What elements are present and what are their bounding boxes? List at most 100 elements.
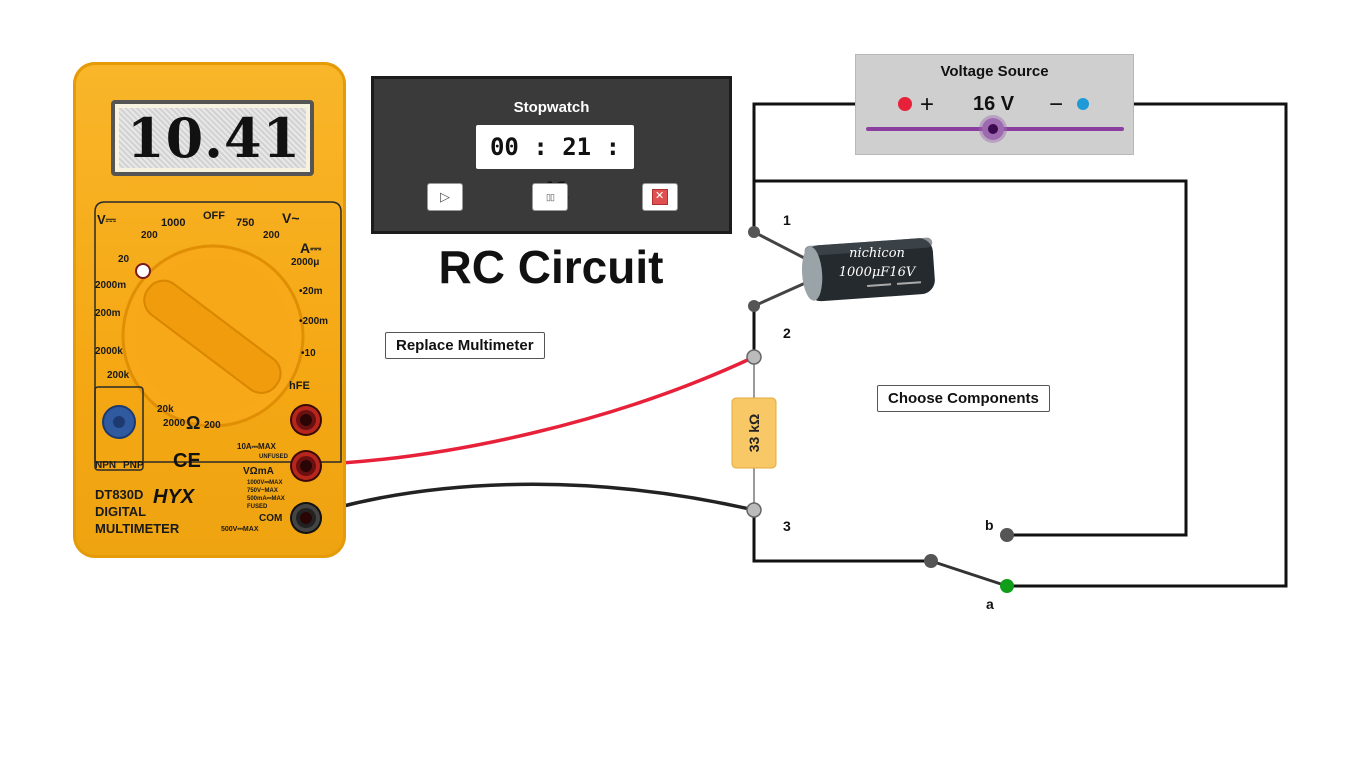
label-hfe: hFE bbox=[289, 380, 310, 392]
label-750v-max: 750V~MAX bbox=[247, 488, 278, 494]
reset-button[interactable] bbox=[642, 183, 678, 211]
label-2000m: 2000m bbox=[95, 280, 127, 291]
resistor-value: 33 kΩ bbox=[745, 413, 762, 453]
label-500ma-max: 500mA⎓MAX bbox=[247, 496, 285, 502]
jack-com[interactable] bbox=[292, 504, 320, 532]
label-1000v-max: 1000V⎓MAX bbox=[247, 480, 283, 486]
jack-vma-hole bbox=[300, 460, 312, 472]
ce-mark: CE bbox=[173, 450, 201, 472]
label-10: •10 bbox=[301, 348, 316, 359]
play-icon: ▷ bbox=[440, 189, 450, 204]
label-200k: 200k bbox=[107, 370, 130, 381]
switch-b-label: b bbox=[985, 517, 994, 533]
model-type-2: MULTIMETER bbox=[95, 521, 180, 536]
resistor-body bbox=[731, 397, 777, 469]
lcd-frame: 10.41 bbox=[111, 100, 314, 176]
label-1000: 1000 bbox=[161, 217, 186, 229]
label-2000k: 2000k bbox=[95, 346, 123, 357]
transistor-socket bbox=[94, 386, 144, 471]
label-unfused: UNFUSED bbox=[259, 454, 289, 460]
label-vdc: V⎓ bbox=[97, 212, 117, 227]
label-adc: A⎓ bbox=[300, 240, 322, 256]
wire-top-branch bbox=[754, 179, 1188, 537]
label-vac: V~ bbox=[282, 210, 300, 226]
node2-label: 2 bbox=[783, 325, 791, 341]
source-plus-terminal bbox=[898, 97, 912, 111]
stopwatch-panel: Stopwatch 00 : 21 : 41 ▷ ▯▯ bbox=[371, 76, 732, 234]
red-probe-cable bbox=[304, 355, 755, 467]
label-npn: NPN bbox=[95, 460, 117, 471]
capacitor-rating: 1000μF16V bbox=[838, 265, 916, 280]
label-2000u: 2000μ bbox=[291, 257, 320, 268]
capacitor-lead-bottom bbox=[753, 278, 813, 308]
voltage-slider-knob[interactable] bbox=[982, 118, 1004, 140]
node1-label: 1 bbox=[783, 212, 791, 228]
page-title: RC Circuit bbox=[438, 241, 664, 293]
wire-source-plus bbox=[752, 102, 905, 232]
label-200b: 200 bbox=[263, 230, 280, 241]
label-200c: 200 bbox=[204, 420, 221, 431]
pause-button[interactable]: ▯▯ bbox=[532, 183, 568, 211]
model-type-1: DIGITAL bbox=[95, 504, 147, 519]
switch-blade bbox=[930, 559, 1008, 588]
replace-multimeter-button[interactable]: Replace Multimeter bbox=[385, 332, 545, 359]
label-200a: 200 bbox=[141, 230, 158, 241]
label-10a-max: 10A⎓MAX bbox=[237, 442, 276, 451]
jack-vma[interactable] bbox=[292, 452, 320, 480]
resistor-label[interactable]: 33 kΩ bbox=[732, 398, 776, 468]
capacitor-brand: nichicon bbox=[849, 246, 905, 261]
capacitor-label[interactable]: nichicon 1000μF16V bbox=[822, 244, 932, 282]
stopwatch-time: 00 : 21 : 41 bbox=[476, 125, 634, 205]
multimeter: 10.41 V⎓ 1000 OFF 750 V~ 200 200 A⎓ 2000… bbox=[73, 62, 346, 558]
jack-10a[interactable] bbox=[292, 406, 320, 434]
label-750: 750 bbox=[236, 217, 255, 229]
label-ohm: Ω bbox=[186, 413, 201, 433]
jack-10a-hole bbox=[300, 414, 312, 426]
label-20: 20 bbox=[118, 254, 130, 265]
play-button[interactable]: ▷ bbox=[427, 183, 463, 211]
switch-a-terminal bbox=[1000, 579, 1014, 593]
label-20k: 20k bbox=[157, 404, 174, 415]
voltage-value: 16 V bbox=[973, 93, 1015, 115]
brand-logo: HYX bbox=[153, 486, 195, 508]
label-20m: •20m bbox=[299, 286, 323, 297]
capacitor-lead-top bbox=[753, 230, 813, 264]
wire-source-minus bbox=[1007, 102, 1288, 588]
plus-sign: + bbox=[920, 91, 935, 118]
reset-icon bbox=[652, 189, 668, 205]
node3-label: 3 bbox=[783, 518, 791, 534]
label-fused: FUSED bbox=[247, 504, 268, 510]
multimeter-display: 10.41 bbox=[119, 108, 306, 168]
label-off: OFF bbox=[203, 210, 225, 222]
label-200m-right: •200m bbox=[299, 316, 329, 327]
node2-terminal bbox=[746, 349, 762, 365]
jack-com-hole bbox=[300, 512, 312, 524]
black-probe-cable bbox=[304, 482, 755, 519]
wire-node3-switch bbox=[752, 510, 931, 563]
switch-a-label: a bbox=[986, 596, 994, 612]
choose-components-button[interactable]: Choose Components bbox=[877, 385, 1050, 412]
label-com: COM bbox=[259, 513, 283, 524]
model-label: DT830D DIGITAL MULTIMETER bbox=[95, 486, 179, 537]
voltage-slider-knob-center bbox=[988, 124, 998, 134]
switch-b-terminal bbox=[1000, 528, 1014, 542]
selector-dial bbox=[121, 244, 305, 428]
node2-terminal-top bbox=[748, 300, 760, 312]
switch-pivot bbox=[924, 554, 938, 568]
capacitor bbox=[801, 237, 935, 302]
minus-sign: − bbox=[1049, 91, 1064, 118]
node1-terminal bbox=[748, 226, 760, 238]
model-number: DT830D bbox=[95, 487, 144, 502]
dial-panel bbox=[94, 201, 342, 471]
stopwatch-title: Stopwatch bbox=[513, 99, 590, 116]
pause-icon: ▯▯ bbox=[546, 191, 555, 202]
source-terminals bbox=[898, 97, 1089, 111]
label-pnp: PNP bbox=[123, 460, 144, 471]
label-200m: 200m bbox=[95, 308, 121, 319]
source-minus-terminal bbox=[1077, 98, 1089, 110]
node3-terminal bbox=[746, 502, 762, 518]
label-vma: VΩmA bbox=[243, 466, 274, 477]
label-2000: 2000 bbox=[163, 418, 186, 429]
voltage-source-title: Voltage Source bbox=[940, 63, 1049, 80]
